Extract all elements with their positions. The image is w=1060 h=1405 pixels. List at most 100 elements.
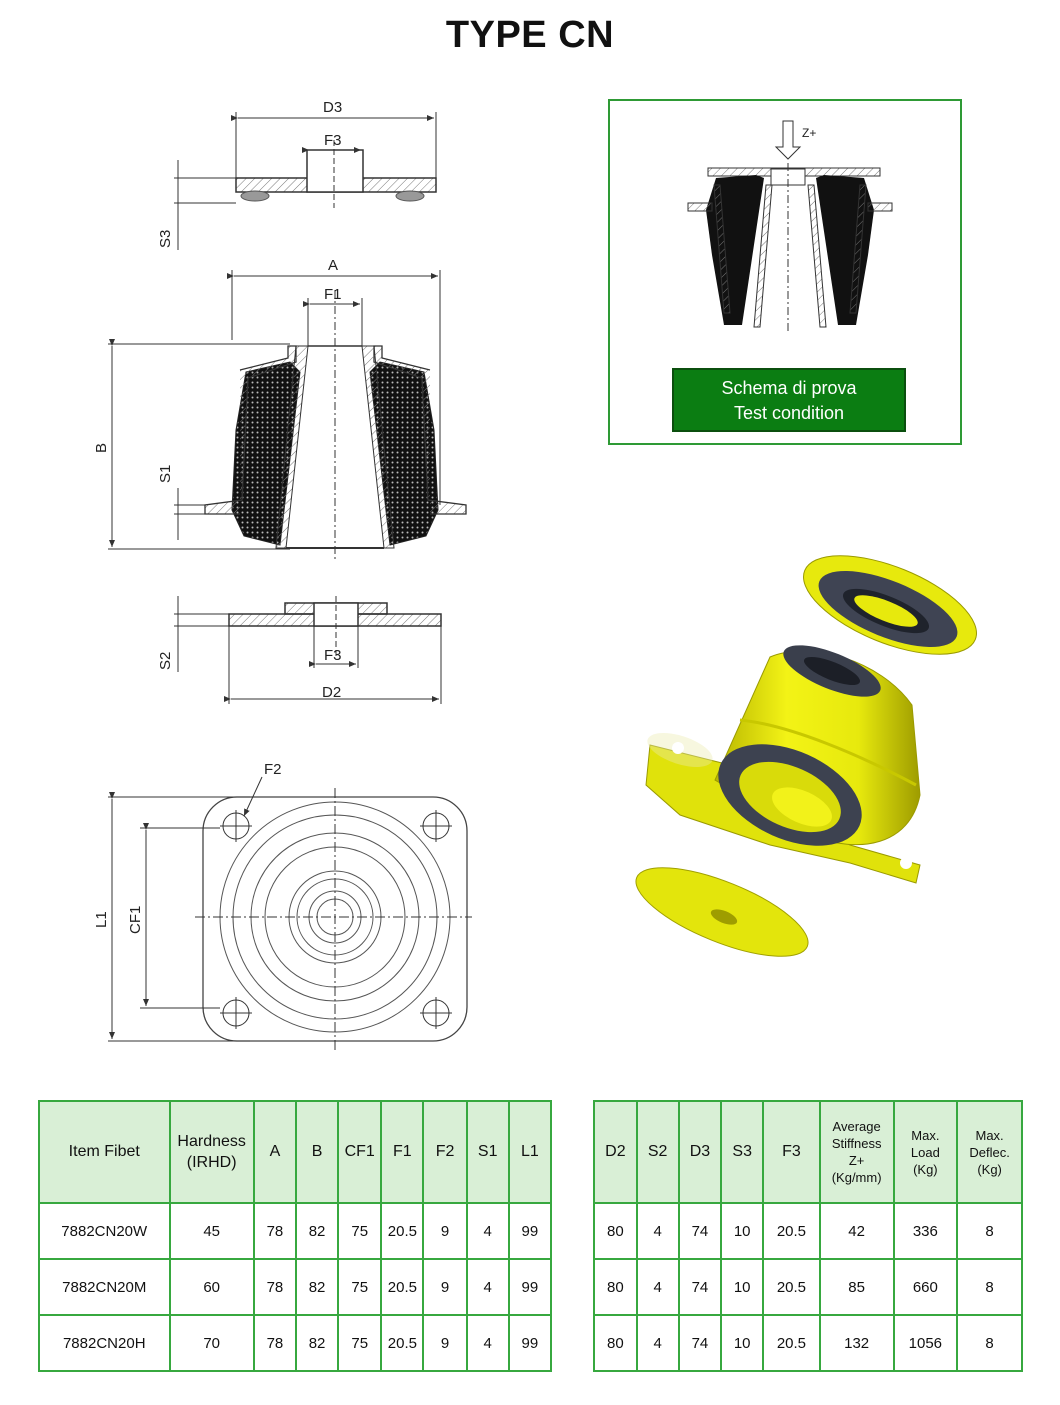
table-cell: 70 bbox=[168, 1314, 255, 1372]
table-cell: 20.5 bbox=[380, 1202, 425, 1260]
header-hardness: Hardness (IRHD) bbox=[168, 1100, 255, 1204]
table-cell: 82 bbox=[294, 1202, 340, 1260]
top-washer-part bbox=[803, 555, 977, 655]
dim-s1-label: S1 bbox=[157, 465, 174, 483]
table-cell: 74 bbox=[677, 1314, 723, 1372]
dim-f1-label: F1 bbox=[324, 286, 342, 303]
table-cell: 82 bbox=[294, 1258, 340, 1316]
dim-f3-top-label: F3 bbox=[324, 132, 342, 149]
test-condition-line-2: Test condition bbox=[733, 403, 845, 423]
table-cell: 78 bbox=[252, 1314, 297, 1372]
table-cell: 4 bbox=[465, 1258, 510, 1316]
table-cell: 8 bbox=[956, 1314, 1023, 1372]
table-row: 80 4 74 10 20.5 85 660 8 bbox=[593, 1258, 1023, 1316]
header-cf1: CF1 bbox=[337, 1100, 383, 1204]
bottom-washer-view: F3 D2 S2 bbox=[157, 596, 442, 704]
table-row: 7882CN20H 70 78 82 75 20.5 9 4 99 bbox=[38, 1314, 553, 1372]
table-cell: 7882CN20W bbox=[38, 1202, 171, 1260]
header-s3: S3 bbox=[720, 1100, 765, 1204]
table-cell: 660 bbox=[892, 1258, 959, 1316]
table-cell: 78 bbox=[252, 1202, 297, 1260]
dim-f3-bottom-label: F3 bbox=[324, 647, 342, 664]
table-cell: 10 bbox=[720, 1314, 765, 1372]
table-cell: 336 bbox=[892, 1202, 959, 1260]
header-s2: S2 bbox=[635, 1100, 680, 1204]
table-cell: 75 bbox=[337, 1314, 383, 1372]
table-row: 80 4 74 10 20.5 132 1056 8 bbox=[593, 1314, 1023, 1372]
table-cell: 45 bbox=[168, 1202, 255, 1260]
header-b: B bbox=[294, 1100, 340, 1204]
technical-drawing: D3 F3 S3 A F1 B S1 bbox=[93, 99, 472, 1050]
test-condition-line-1: Schema di prova bbox=[721, 378, 857, 398]
dim-a-label: A bbox=[328, 257, 338, 274]
dim-d3-label: D3 bbox=[323, 99, 342, 116]
table-cell: 7882CN20M bbox=[38, 1258, 171, 1316]
header-max-load: Max. Load (Kg) bbox=[892, 1100, 959, 1204]
table-cell: 42 bbox=[818, 1202, 895, 1260]
page-title: TYPE CN bbox=[445, 14, 615, 56]
table-cell: 20.5 bbox=[762, 1258, 821, 1316]
plan-view: F2 L1 CF1 bbox=[93, 761, 472, 1050]
table-cell: 9 bbox=[422, 1258, 468, 1316]
mount-body-part bbox=[645, 645, 921, 884]
header-l1: L1 bbox=[507, 1100, 553, 1204]
table-cell: 80 bbox=[593, 1202, 638, 1260]
table-cell: 78 bbox=[252, 1258, 297, 1316]
header-a: A bbox=[252, 1100, 297, 1204]
top-washer-view: D3 F3 S3 bbox=[157, 99, 437, 250]
header-max-deflection: Max. Deflec. (Kg) bbox=[956, 1100, 1023, 1204]
table-cell: 9 bbox=[422, 1202, 468, 1260]
z-plus-label: Z+ bbox=[802, 126, 816, 140]
spec-table-right: D2 S2 D3 S3 F3 Average Stiffness Z+ (Kg/… bbox=[593, 1100, 1023, 1372]
table-cell: 74 bbox=[677, 1202, 723, 1260]
dim-l1-label: L1 bbox=[93, 911, 110, 928]
table-cell: 80 bbox=[593, 1258, 638, 1316]
table-row: 7882CN20W 45 78 82 75 20.5 9 4 99 bbox=[38, 1202, 553, 1260]
test-condition-diagram: Z+ bbox=[687, 120, 893, 331]
table-header-row: Item Fibet Hardness (IRHD) A B CF1 F1 F2… bbox=[38, 1100, 553, 1204]
table-cell: 82 bbox=[294, 1314, 340, 1372]
header-f2: F2 bbox=[422, 1100, 468, 1204]
header-f1: F1 bbox=[380, 1100, 425, 1204]
table-cell: 20.5 bbox=[380, 1314, 425, 1372]
header-stiffness: Average Stiffness Z+ (Kg/mm) bbox=[818, 1100, 895, 1204]
table-cell: 7882CN20H bbox=[38, 1314, 171, 1372]
mount-cross-section: A F1 B S1 bbox=[93, 257, 467, 560]
bottom-washer-part bbox=[635, 867, 809, 957]
table-cell: 80 bbox=[593, 1314, 638, 1372]
header-d2: D2 bbox=[593, 1100, 638, 1204]
dim-s2-label: S2 bbox=[157, 652, 174, 670]
table-row: 7882CN20M 60 78 82 75 20.5 9 4 99 bbox=[38, 1258, 553, 1316]
header-s1: S1 bbox=[465, 1100, 510, 1204]
table-cell: 20.5 bbox=[762, 1314, 821, 1372]
table-cell: 4 bbox=[635, 1202, 680, 1260]
table-row: 80 4 74 10 20.5 42 336 8 bbox=[593, 1202, 1023, 1260]
header-f3: F3 bbox=[762, 1100, 821, 1204]
dim-b-label: B bbox=[93, 443, 110, 453]
dim-s3-label: S3 bbox=[157, 230, 174, 248]
table-cell: 4 bbox=[635, 1314, 680, 1372]
dim-f2-label: F2 bbox=[264, 761, 282, 778]
table-cell: 60 bbox=[168, 1258, 255, 1316]
table-cell: 99 bbox=[507, 1258, 553, 1316]
test-condition-label: Schema di prova Test condition bbox=[672, 368, 906, 432]
table-cell: 10 bbox=[720, 1258, 765, 1316]
table-cell: 74 bbox=[677, 1258, 723, 1316]
table-header-row: D2 S2 D3 S3 F3 Average Stiffness Z+ (Kg/… bbox=[593, 1100, 1023, 1204]
table-cell: 20.5 bbox=[380, 1258, 425, 1316]
table-cell: 132 bbox=[818, 1314, 895, 1372]
header-item: Item Fibet bbox=[38, 1100, 171, 1204]
table-cell: 20.5 bbox=[762, 1202, 821, 1260]
table-cell: 4 bbox=[635, 1258, 680, 1316]
table-cell: 8 bbox=[956, 1258, 1023, 1316]
table-cell: 8 bbox=[956, 1202, 1023, 1260]
table-cell: 1056 bbox=[892, 1314, 959, 1372]
table-cell: 99 bbox=[507, 1202, 553, 1260]
dim-d2-label: D2 bbox=[322, 684, 341, 701]
table-cell: 85 bbox=[818, 1258, 895, 1316]
dim-cf1-label: CF1 bbox=[127, 906, 144, 934]
table-cell: 75 bbox=[337, 1202, 383, 1260]
table-cell: 9 bbox=[422, 1314, 468, 1372]
header-d3: D3 bbox=[677, 1100, 723, 1204]
table-cell: 4 bbox=[465, 1202, 510, 1260]
